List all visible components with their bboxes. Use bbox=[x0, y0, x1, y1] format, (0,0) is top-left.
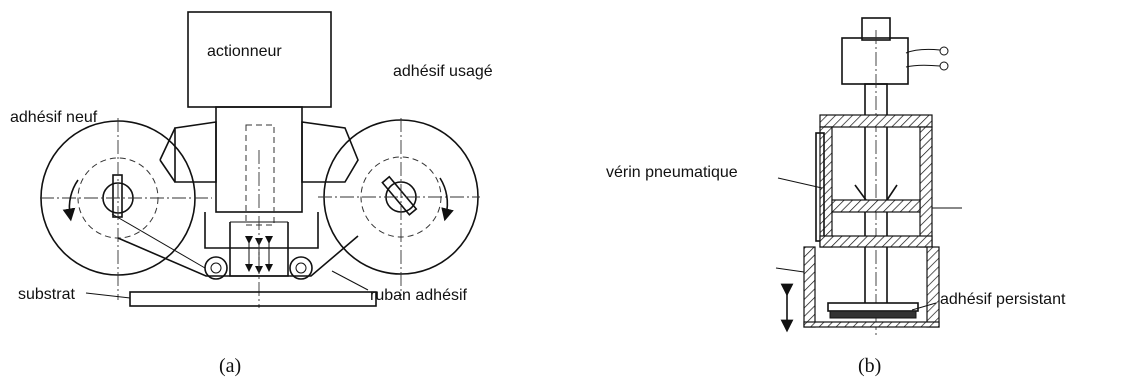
right-reel bbox=[318, 118, 480, 296]
lower-housing-left bbox=[803, 246, 816, 328]
caption-a: (a) bbox=[219, 355, 241, 377]
used-adhesive-label: adhésif usagé bbox=[393, 63, 493, 80]
diagram-a: actionneur adhésif neuf adhésif usagé su… bbox=[10, 11, 493, 377]
diagram-b: vérin pneumatique adhésif persistant (b) bbox=[606, 17, 1066, 377]
persistent-adhesive-pad bbox=[829, 310, 917, 319]
tape-path bbox=[117, 235, 359, 277]
substrate-label: substrat bbox=[18, 286, 75, 303]
cylinder-top bbox=[819, 114, 933, 128]
valve-block bbox=[841, 37, 909, 85]
guide-bracket bbox=[204, 212, 319, 249]
actuator-label: actionneur bbox=[207, 43, 282, 60]
caption-b: (b) bbox=[858, 355, 881, 377]
tape-label: ruban adhésif bbox=[370, 287, 468, 304]
cylinder-label: vérin pneumatique bbox=[606, 164, 738, 181]
frame-plate bbox=[174, 121, 359, 183]
left-reel bbox=[40, 118, 212, 300]
substrate-plate bbox=[129, 291, 377, 307]
new-adhesive-label: adhésif neuf bbox=[10, 109, 98, 126]
piston bbox=[831, 199, 921, 213]
persistent-adhesive-label: adhésif persistant bbox=[940, 291, 1066, 308]
cylinder-left-wall bbox=[819, 126, 833, 248]
plunger-dashed bbox=[245, 124, 275, 226]
lower-housing-right bbox=[926, 246, 940, 328]
right-roller bbox=[289, 256, 313, 280]
foot-plate bbox=[827, 302, 919, 312]
cylinder-bottom bbox=[819, 235, 933, 248]
cylinder-right-wall bbox=[919, 126, 933, 248]
